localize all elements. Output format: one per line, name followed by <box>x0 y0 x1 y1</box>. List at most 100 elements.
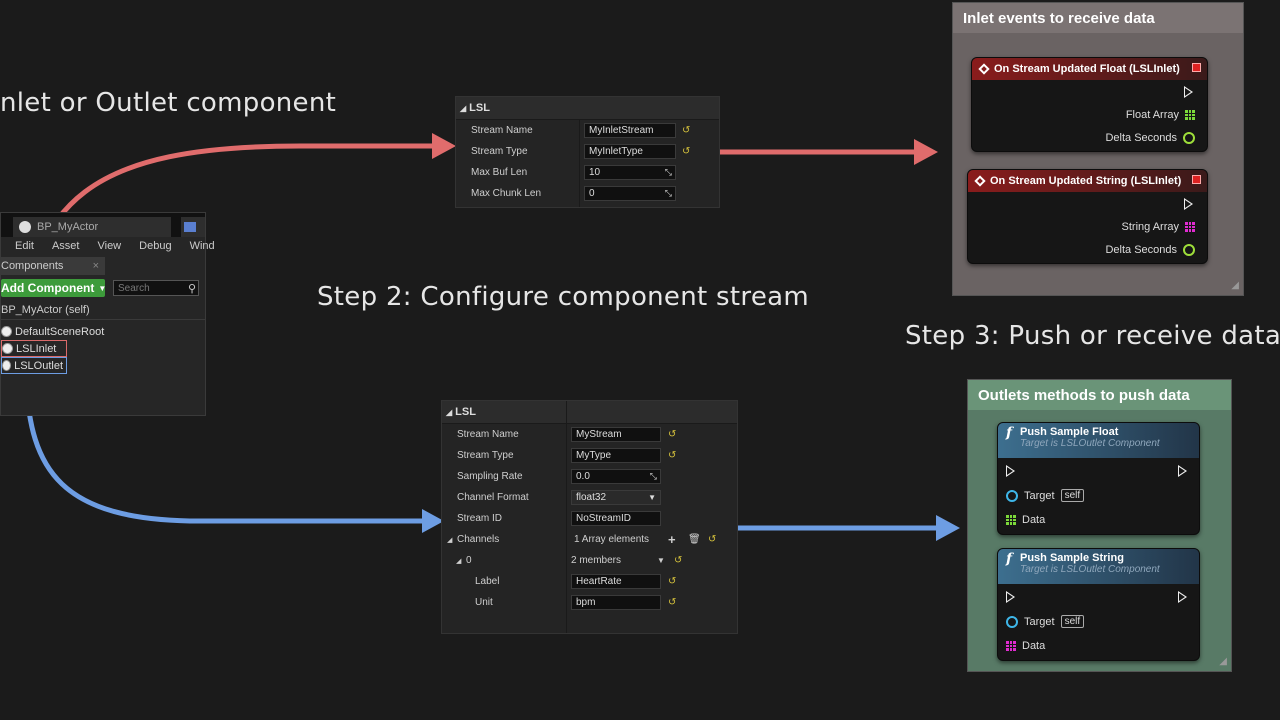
inlet-details-panel: ◢ LSL Stream Name MyInletStream ↺ Stream… <box>455 96 720 208</box>
reset-arrow-icon[interactable]: ↺ <box>708 534 717 545</box>
outlet-row-stream-type: Stream Type MyType ↺ <box>442 445 737 466</box>
exec-in-pin[interactable] <box>1006 465 1015 477</box>
exec-out-pin[interactable] <box>1184 86 1193 98</box>
array-pin-icon <box>1185 222 1195 232</box>
exec-in-pin[interactable] <box>1006 591 1015 603</box>
unit-field[interactable]: bpm <box>571 595 661 610</box>
reset-arrow-icon[interactable]: ↺ <box>682 125 691 136</box>
delegate-pin-icon[interactable] <box>1192 63 1201 72</box>
pin-label: Data <box>1022 640 1046 652</box>
stream-id-field[interactable]: NoStreamID <box>571 511 661 526</box>
document-icon <box>184 222 196 232</box>
resize-handle-icon[interactable]: ◢ <box>1219 656 1227 667</box>
property-label: Sampling Rate <box>457 471 523 482</box>
delta-seconds-pin[interactable]: Delta Seconds <box>1105 132 1195 144</box>
dropdown-arrow-icon[interactable]: ▼ <box>657 556 665 565</box>
exec-pin-icon <box>1006 465 1015 477</box>
tab-secondary[interactable] <box>181 217 205 237</box>
spin-arrows-icon[interactable]: ⤡ <box>649 471 657 481</box>
reset-arrow-icon[interactable]: ↺ <box>668 576 677 587</box>
inlet-row-max-buf-len: Max Buf Len 10 ⤡ <box>456 162 719 183</box>
reset-arrow-icon[interactable]: ↺ <box>682 146 691 157</box>
exec-out-pin[interactable] <box>1178 465 1187 477</box>
spin-arrows-icon[interactable]: ⤡ <box>664 167 672 177</box>
tab-bp-myactor[interactable]: BP_MyActor <box>13 217 171 237</box>
tree-item-default-scene-root[interactable]: DefaultSceneRoot <box>1 323 205 340</box>
component-tree: DefaultSceneRoot LSLInlet LSLOutlet <box>1 320 205 374</box>
exec-pin-icon <box>1184 198 1193 210</box>
expand-arrow-icon[interactable]: ◢ <box>447 536 453 544</box>
add-component-button[interactable]: Add Component ▼ <box>1 279 105 297</box>
exec-out-pin[interactable] <box>1178 591 1187 603</box>
delta-seconds-pin[interactable]: Delta Seconds <box>1105 244 1195 256</box>
property-label: Max Chunk Len <box>471 188 542 199</box>
event-node-string[interactable]: On Stream Updated String (LSLInlet) Stri… <box>967 169 1208 264</box>
outlet-comment-title[interactable]: Outlets methods to push data <box>968 380 1231 410</box>
outlet-details-panel: ◢ LSL Stream Name MyStream ↺ Stream Type… <box>441 400 738 634</box>
menu-edit[interactable]: Edit <box>15 240 34 252</box>
reset-arrow-icon[interactable]: ↺ <box>668 450 677 461</box>
menu-view[interactable]: View <box>97 240 122 252</box>
stream-name-field[interactable]: MyStream <box>571 427 661 442</box>
target-pin[interactable]: Target self <box>1006 489 1085 502</box>
dropdown-arrow-icon: ▼ <box>648 493 656 502</box>
spin-arrows-icon[interactable]: ⤡ <box>664 188 672 198</box>
function-title: Push Sample Float <box>1020 426 1119 438</box>
self-tag: self <box>1060 615 1085 628</box>
pin-label: Delta Seconds <box>1105 244 1177 256</box>
property-label: Unit <box>475 597 493 608</box>
string-array-pin[interactable]: String Array <box>1122 221 1195 233</box>
data-pin[interactable]: Data <box>1006 640 1045 652</box>
reset-arrow-icon[interactable]: ↺ <box>674 555 683 566</box>
function-node-push-string[interactable]: f Push Sample String Target is LSLOutlet… <box>997 548 1200 661</box>
search-placeholder: Search <box>118 282 150 294</box>
inlet-comment-title[interactable]: Inlet events to receive data <box>953 3 1243 33</box>
function-node-push-float[interactable]: f Push Sample Float Target is LSLOutlet … <box>997 422 1200 535</box>
channel-format-select[interactable]: float32 ▼ <box>571 490 661 505</box>
max-buf-len-field[interactable]: 10 ⤡ <box>584 165 676 180</box>
inlet-row-stream-type: Stream Type MyInletType ↺ <box>456 141 719 162</box>
inlet-details-header[interactable]: ◢ LSL <box>456 97 719 120</box>
trash-icon[interactable]: 🗑 <box>688 534 701 545</box>
tree-item-lslinlet[interactable]: LSLInlet <box>1 340 67 357</box>
property-label: Stream Type <box>471 146 528 157</box>
max-chunk-len-field[interactable]: 0 ⤡ <box>584 186 676 201</box>
inlet-row-max-chunk-len: Max Chunk Len 0 ⤡ <box>456 183 719 204</box>
reset-arrow-icon[interactable]: ↺ <box>668 597 677 608</box>
event-node-float[interactable]: On Stream Updated Float (LSLInlet) Float… <box>971 57 1208 152</box>
pin-label: Target <box>1024 615 1055 628</box>
expand-arrow-icon[interactable]: ◢ <box>456 557 462 565</box>
stream-type-field[interactable]: MyInletType <box>584 144 676 159</box>
menu-window[interactable]: Wind <box>189 240 215 252</box>
menu-debug[interactable]: Debug <box>139 240 172 252</box>
column-divider <box>566 401 567 633</box>
function-icon: f <box>1006 551 1013 567</box>
self-row[interactable]: BP_MyActor (self) <box>1 301 205 320</box>
component-search-input[interactable]: Search ⚲ <box>113 280 199 296</box>
components-tab-label: Components <box>1 260 64 272</box>
resize-handle-icon[interactable]: ◢ <box>1231 280 1239 291</box>
array-count-text: 1 Array elements <box>574 534 650 545</box>
float-array-pin[interactable]: Float Array <box>1126 109 1195 121</box>
menu-asset[interactable]: Asset <box>51 240 80 252</box>
add-element-icon[interactable]: + <box>668 532 676 547</box>
tree-item-lsloutlet[interactable]: LSLOutlet <box>1 357 67 374</box>
property-label: 0 <box>466 555 472 566</box>
target-pin[interactable]: Target self <box>1006 615 1085 628</box>
float-pin-icon <box>1183 244 1195 256</box>
float-pin-icon <box>1183 132 1195 144</box>
delegate-pin-icon[interactable] <box>1192 175 1201 184</box>
outlet-details-header[interactable]: ◢ LSL <box>442 401 737 424</box>
exec-out-pin[interactable] <box>1184 198 1193 210</box>
reset-arrow-icon[interactable]: ↺ <box>668 429 677 440</box>
scene-component-icon <box>1 326 12 337</box>
object-pin-icon <box>1006 615 1018 628</box>
close-icon[interactable]: × <box>92 260 99 272</box>
exec-pin-icon <box>1184 86 1193 98</box>
components-tab[interactable]: Components × <box>1 257 105 275</box>
stream-name-field[interactable]: MyInletStream <box>584 123 676 138</box>
stream-type-field[interactable]: MyType <box>571 448 661 463</box>
sampling-rate-field[interactable]: 0.0 ⤡ <box>571 469 661 484</box>
data-pin[interactable]: Data <box>1006 514 1045 526</box>
label-field[interactable]: HeartRate <box>571 574 661 589</box>
